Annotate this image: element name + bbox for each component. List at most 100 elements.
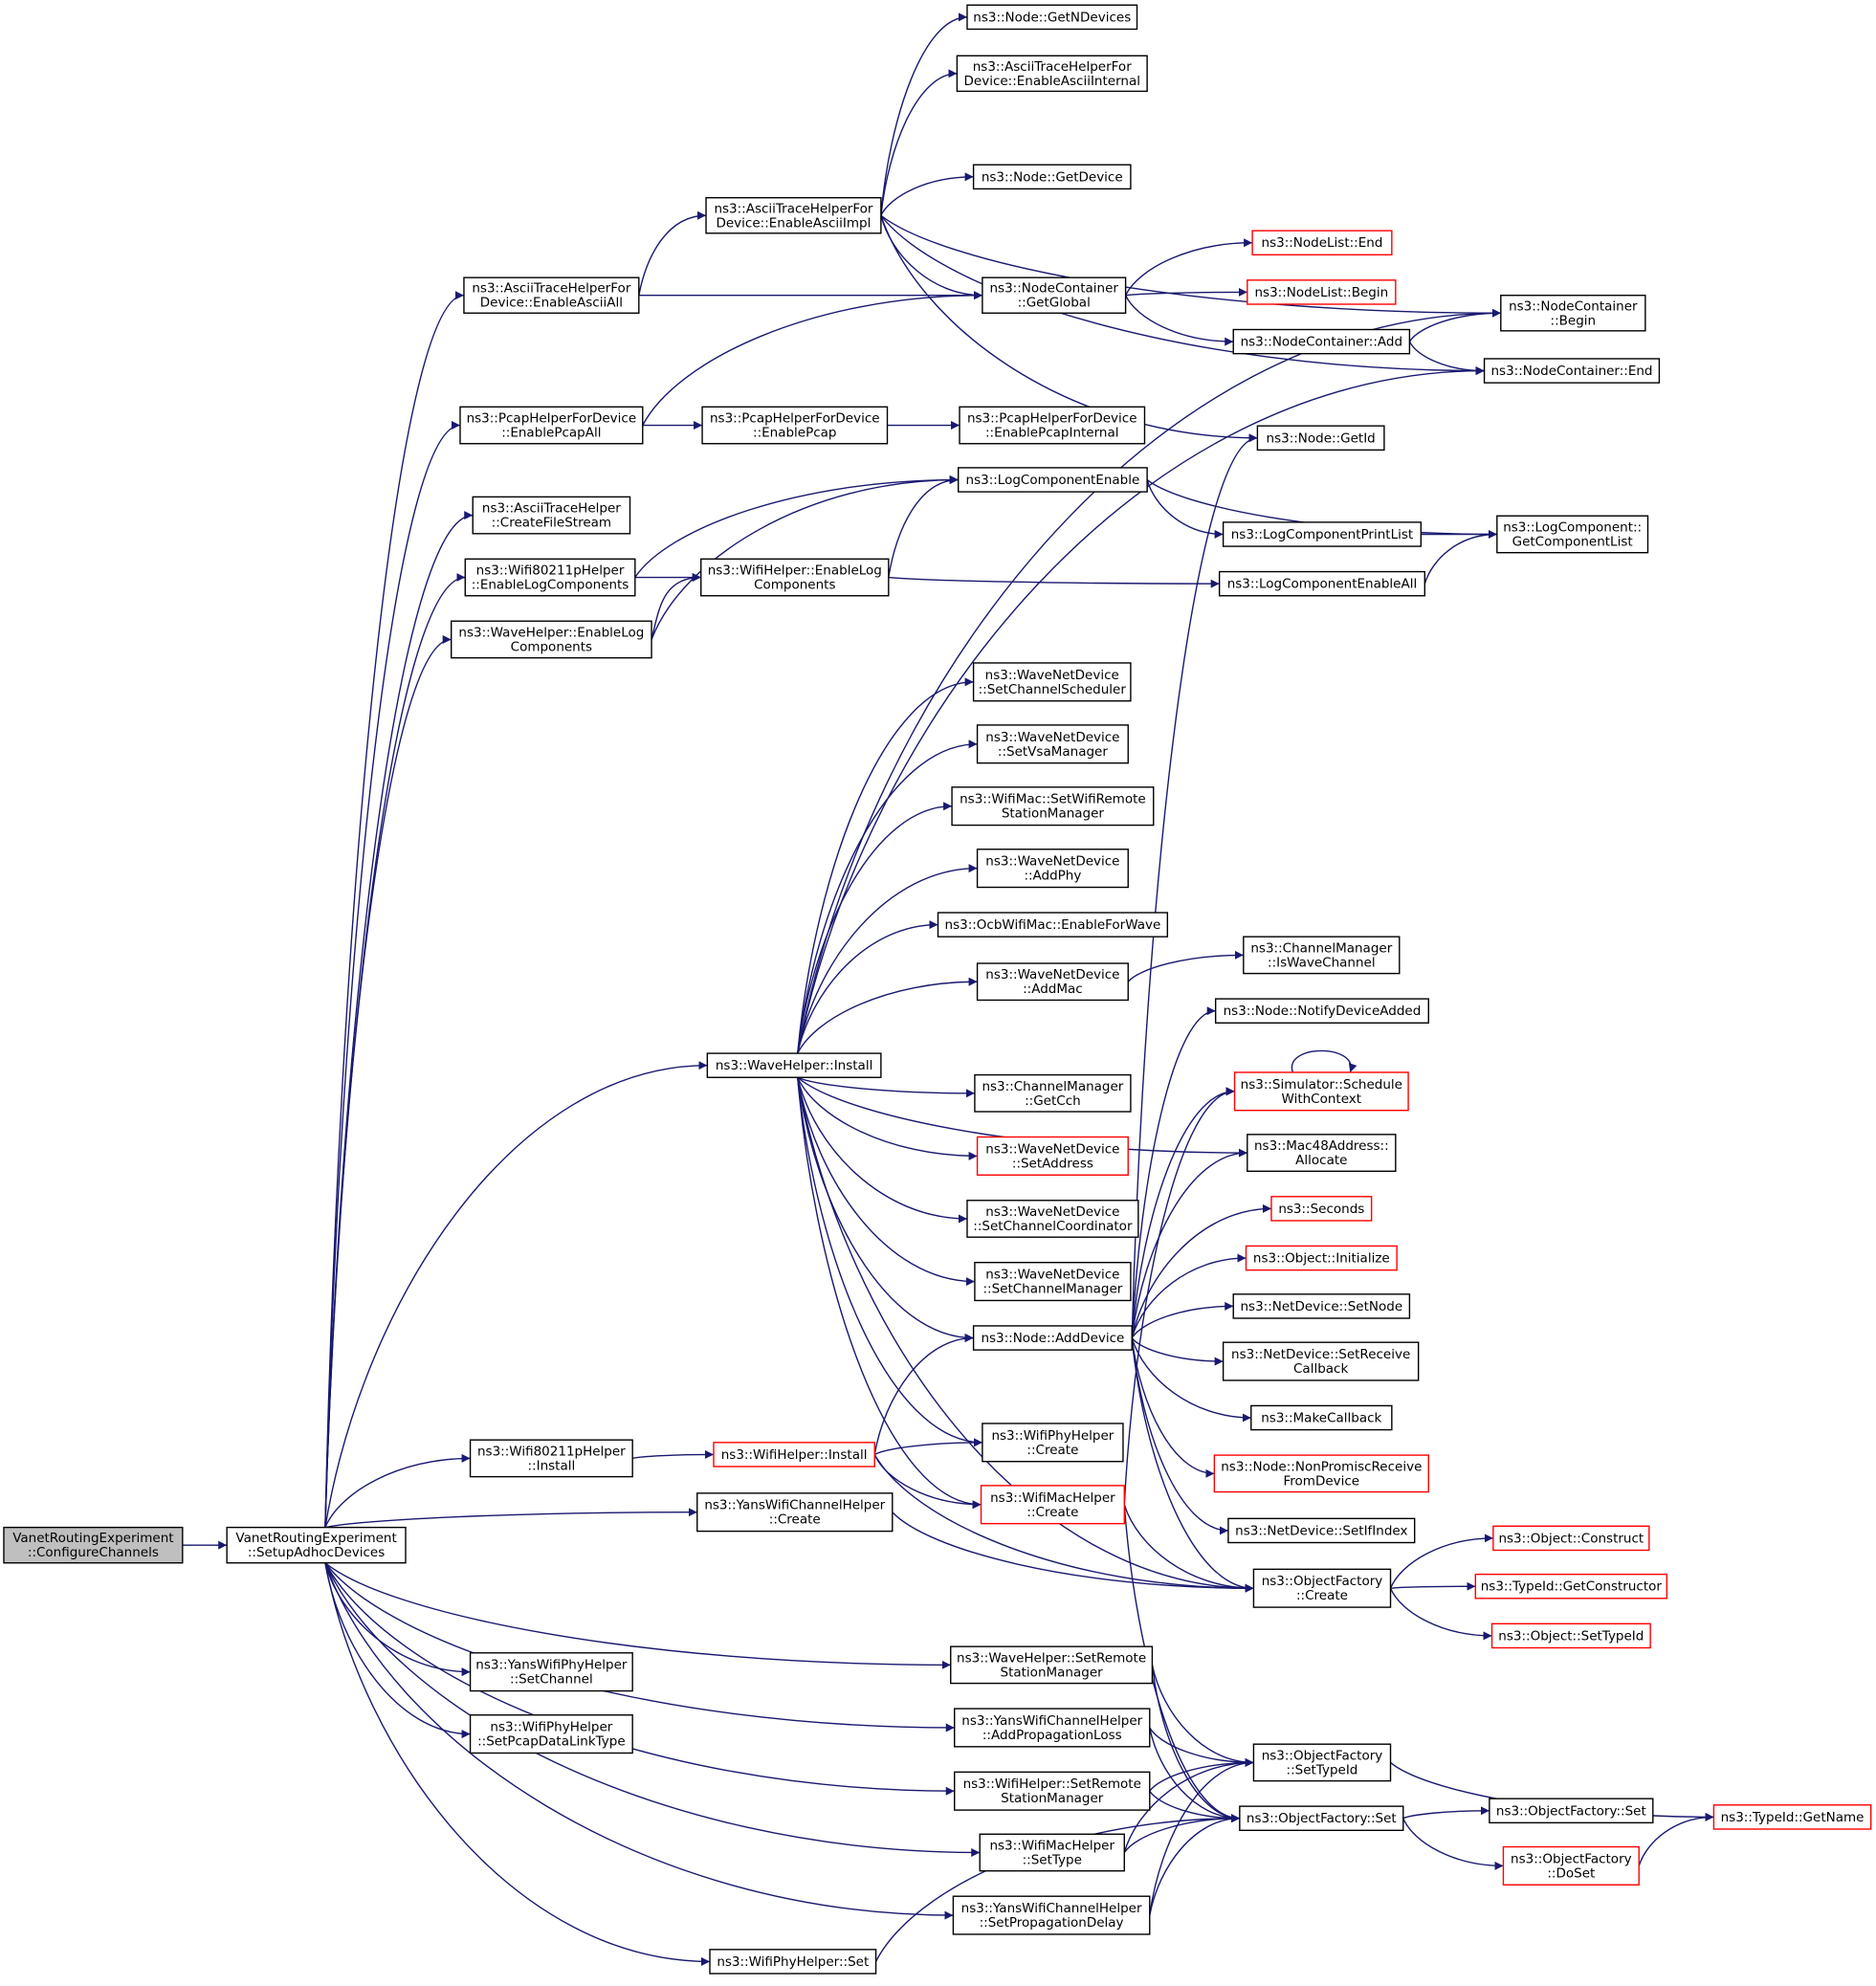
node-box (1232, 328, 1411, 355)
node-physet[interactable]: ns3::WifiPhyHelper::Set (709, 1949, 877, 1975)
node-adddevice[interactable]: ns3::Node::AddDevice (972, 1325, 1133, 1351)
node-ncbegin[interactable]: ns3::NodeContainer::Begin (1500, 295, 1646, 332)
node-iswavechannel[interactable]: ns3::ChannelManager::IsWaveChannel (1243, 936, 1401, 975)
node-root[interactable]: VanetRoutingExperiment::ConfigureChannel… (3, 1526, 184, 1564)
node-ofset[interactable]: ns3::ObjectFactory::Set (1239, 1805, 1404, 1831)
node-label: ns3::NodeContainer::Add (1241, 335, 1402, 350)
node-ofdoset[interactable]: ns3::ObjectFactory::DoSet (1502, 1845, 1640, 1886)
node-asciiimpl[interactable]: ns3::AsciiTraceHelperForDevice::EnableAs… (705, 196, 882, 234)
node-setupadhoc[interactable]: VanetRoutingExperiment::SetupAdhocDevice… (226, 1526, 407, 1564)
node-enableforwave[interactable]: ns3::OcbWifiMac::EnableForWave (937, 912, 1169, 938)
node-objconstruct[interactable]: ns3::Object::Construct (1492, 1525, 1650, 1552)
node-notifydevadded[interactable]: ns3::Node::NotifyDeviceAdded (1214, 998, 1429, 1024)
node-label: ns3::Wifi80211pHelper (476, 563, 625, 579)
node-makecallback[interactable]: ns3::MakeCallback (1250, 1404, 1393, 1431)
node-box (1502, 1845, 1640, 1886)
node-setwifiremote[interactable]: ns3::WifiMac::SetWifiRemoteStationManage… (951, 786, 1155, 827)
node-macsettype[interactable]: ns3::WifiMacHelper::SetType (979, 1833, 1125, 1872)
node-nodelistend[interactable]: ns3::NodeList::End (1251, 230, 1393, 256)
node-box (1500, 295, 1646, 332)
edge-setupadhoc-to-macsettype (324, 1562, 981, 1857)
node-nodelistbegin[interactable]: ns3::NodeList::Begin (1247, 279, 1397, 305)
node-seconds[interactable]: ns3::Seconds (1270, 1196, 1373, 1222)
node-box (1252, 1743, 1392, 1782)
node-createfilestream[interactable]: ns3::AsciiTraceHelper::CreateFileStream (472, 496, 631, 535)
node-box (701, 406, 889, 445)
edge-wifiinstall-to-phycreate (873, 1438, 982, 1456)
node-waveinstall[interactable]: ns3::WaveHelper::Install (706, 1052, 882, 1078)
node-box (706, 1052, 882, 1078)
node-logenable[interactable]: ns3::LogComponentEnable (958, 467, 1148, 493)
node-phycreate[interactable]: ns3::WifiPhyHelper::Create (982, 1423, 1124, 1463)
node-getdevice[interactable]: ns3::Node::GetDevice (972, 164, 1132, 190)
node-ofsettypeid[interactable]: ns3::ObjectFactory::SetTypeId (1252, 1743, 1392, 1782)
node-wifilog[interactable]: ns3::WifiHelper::EnableLogComponents (700, 558, 890, 597)
node-ncend[interactable]: ns3::NodeContainer::End (1483, 358, 1661, 384)
node-setvsa[interactable]: ns3::WaveNetDevice::SetVsaManager (976, 724, 1129, 764)
node-label: ::IsWaveChannel (1268, 955, 1376, 970)
node-box (1712, 1804, 1872, 1830)
node-addphy[interactable]: ns3::WaveNetDevice::AddPhy (976, 849, 1129, 889)
node-getcch[interactable]: ns3::ChannelManager::GetCch (974, 1073, 1132, 1113)
node-box (1232, 1293, 1411, 1319)
node-objinit[interactable]: ns3::Object::Initialize (1245, 1245, 1398, 1271)
node-box (974, 1073, 1132, 1113)
node-ofcreate[interactable]: ns3::ObjectFactory::Create (1252, 1568, 1392, 1608)
node-getcomplist[interactable]: ns3::LogComponent::GetComponentList (1496, 515, 1649, 554)
node-setchmgr[interactable]: ns3::WaveNetDevice::SetChannelManager (974, 1261, 1132, 1302)
node-macallocate[interactable]: ns3::Mac48Address::Allocate (1247, 1134, 1397, 1172)
node-label: ns3::AsciiTraceHelperFor (472, 281, 630, 297)
node-label: ns3::WifiPhyHelper (490, 1720, 612, 1735)
node-w80211install[interactable]: ns3::Wifi80211pHelper::Install (469, 1439, 633, 1478)
node-yansphysetch[interactable]: ns3::YansWifiPhyHelper::SetChannel (469, 1652, 633, 1692)
node-getglobal[interactable]: ns3::NodeContainer::GetGlobal (982, 276, 1127, 314)
node-box (1252, 1568, 1392, 1608)
edge-setpropdelay-to-ofset (1149, 1814, 1240, 1916)
node-label: ::EnablePcapAll (501, 426, 601, 441)
node-logenableall[interactable]: ns3::LogComponentEnableAll (1218, 570, 1426, 597)
node-addmac[interactable]: ns3::WaveNetDevice::AddMac (976, 962, 1129, 1002)
node-logprintlist[interactable]: ns3::LogComponentPrintList (1222, 521, 1423, 547)
node-box (979, 1833, 1125, 1872)
node-setifindex[interactable]: ns3::NetDevice::SetIfIndex (1227, 1517, 1416, 1544)
edge-asciiall-to-asciiimpl (638, 210, 707, 296)
node-getid[interactable]: ns3::Node::GetId (1256, 425, 1385, 452)
node-label: ns3::ChannelManager (1250, 940, 1392, 956)
node-ofset2[interactable]: ns3::ObjectFactory::Set (1489, 1798, 1654, 1824)
node-wavelog[interactable]: ns3::WaveHelper::EnableLogComponents (451, 620, 652, 659)
node-yanschcreate[interactable]: ns3::YansWifiChannelHelper::Create (696, 1492, 894, 1533)
node-typeidgetname[interactable]: ns3::TypeId::GetName (1712, 1804, 1872, 1830)
node-pcapall[interactable]: ns3::PcapHelperForDevice::EnablePcapAll (459, 406, 644, 445)
node-asciiall[interactable]: ns3::AsciiTraceHelperForDevice::EnableAs… (463, 276, 640, 314)
node-label: ns3::YansWifiPhyHelper (475, 1658, 628, 1673)
node-label: ns3::LogComponentEnableAll (1227, 577, 1418, 592)
node-box (972, 662, 1132, 702)
node-pcap[interactable]: ns3::PcapHelperForDevice::EnablePcap (701, 406, 889, 445)
edge-waveinstall-to-setaddress (797, 1076, 978, 1160)
node-setaddress[interactable]: ns3::WaveNetDevice::SetAddress (976, 1136, 1129, 1176)
node-setchsched[interactable]: ns3::WaveNetDevice::SetChannelScheduler (972, 662, 1132, 702)
node-box (1251, 230, 1393, 256)
node-asciiinternal[interactable]: ns3::AsciiTraceHelperForDevice::EnableAs… (956, 55, 1148, 93)
node-objsettypeid[interactable]: ns3::Object::SetTypeId (1490, 1622, 1651, 1649)
node-label: Components (754, 578, 835, 593)
node-label: ns3::WifiHelper::EnableLog (708, 563, 882, 579)
node-setpcapdlt[interactable]: ns3::WifiPhyHelper::SetPcapDataLinkType (469, 1714, 633, 1754)
node-pcapinternal[interactable]: ns3::PcapHelperForDevice::EnablePcapInte… (959, 406, 1146, 445)
node-wifiinstall[interactable]: ns3::WifiHelper::Install (713, 1442, 875, 1467)
node-w80211log[interactable]: ns3::Wifi80211pHelper::EnableLogComponen… (464, 558, 636, 597)
node-setchcoord[interactable]: ns3::WaveNetDevice::SetChannelCoordinato… (966, 1200, 1139, 1238)
node-ncadd[interactable]: ns3::NodeContainer::Add (1232, 328, 1411, 355)
node-getconstructor[interactable]: ns3::TypeId::GetConstructor (1474, 1573, 1668, 1600)
node-setpropdelay[interactable]: ns3::YansWifiChannelHelper::SetPropagati… (952, 1895, 1151, 1935)
node-getndevices[interactable]: ns3::Node::GetNDevices (966, 4, 1138, 31)
edge-addproploss-to-ofsettypeid (1149, 1727, 1254, 1767)
node-addproploss[interactable]: ns3::YansWifiChannelHelper::AddPropagati… (954, 1708, 1151, 1748)
node-setnode[interactable]: ns3::NetDevice::SetNode (1232, 1293, 1411, 1319)
node-maccreate[interactable]: ns3::WifiMacHelper::Create (980, 1485, 1125, 1525)
